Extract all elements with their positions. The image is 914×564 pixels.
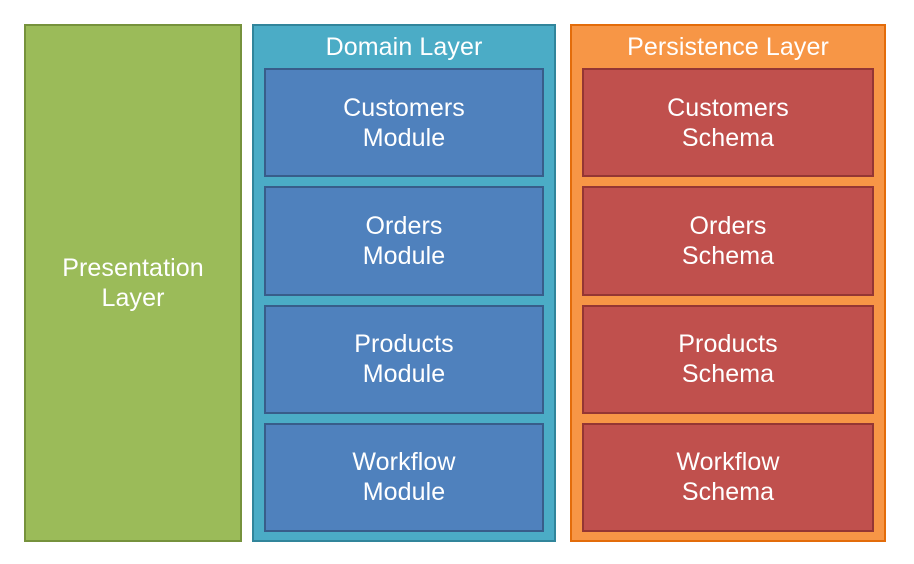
- presentation-layer-label: Presentation Layer: [62, 254, 204, 312]
- persistence-layer-inner: Persistence Layer Customers Schema Order…: [572, 26, 884, 540]
- domain-layer-container[interactable]: Domain Layer Customers Module Orders Mod…: [252, 24, 556, 542]
- persistence-layer-container[interactable]: Persistence Layer Customers Schema Order…: [570, 24, 886, 542]
- domain-layer-title: Domain Layer: [325, 33, 483, 61]
- domain-module-customers[interactable]: Customers Module: [264, 68, 544, 178]
- domain-module-list: Customers Module Orders Module Products …: [264, 68, 544, 532]
- persistence-schema-workflow[interactable]: Workflow Schema: [582, 422, 874, 532]
- domain-module-workflow[interactable]: Workflow Module: [264, 422, 544, 532]
- domain-module-orders[interactable]: Orders Module: [264, 186, 544, 296]
- domain-layer-inner: Domain Layer Customers Module Orders Mod…: [254, 26, 554, 540]
- persistence-schema-list: Customers Schema Orders Schema Products …: [582, 68, 874, 532]
- presentation-layer-container[interactable]: Presentation Layer: [24, 24, 242, 542]
- persistence-layer-title: Persistence Layer: [627, 33, 829, 61]
- persistence-schema-products[interactable]: Products Schema: [582, 304, 874, 414]
- persistence-schema-orders[interactable]: Orders Schema: [582, 186, 874, 296]
- persistence-schema-customers[interactable]: Customers Schema: [582, 68, 874, 178]
- domain-module-products[interactable]: Products Module: [264, 304, 544, 414]
